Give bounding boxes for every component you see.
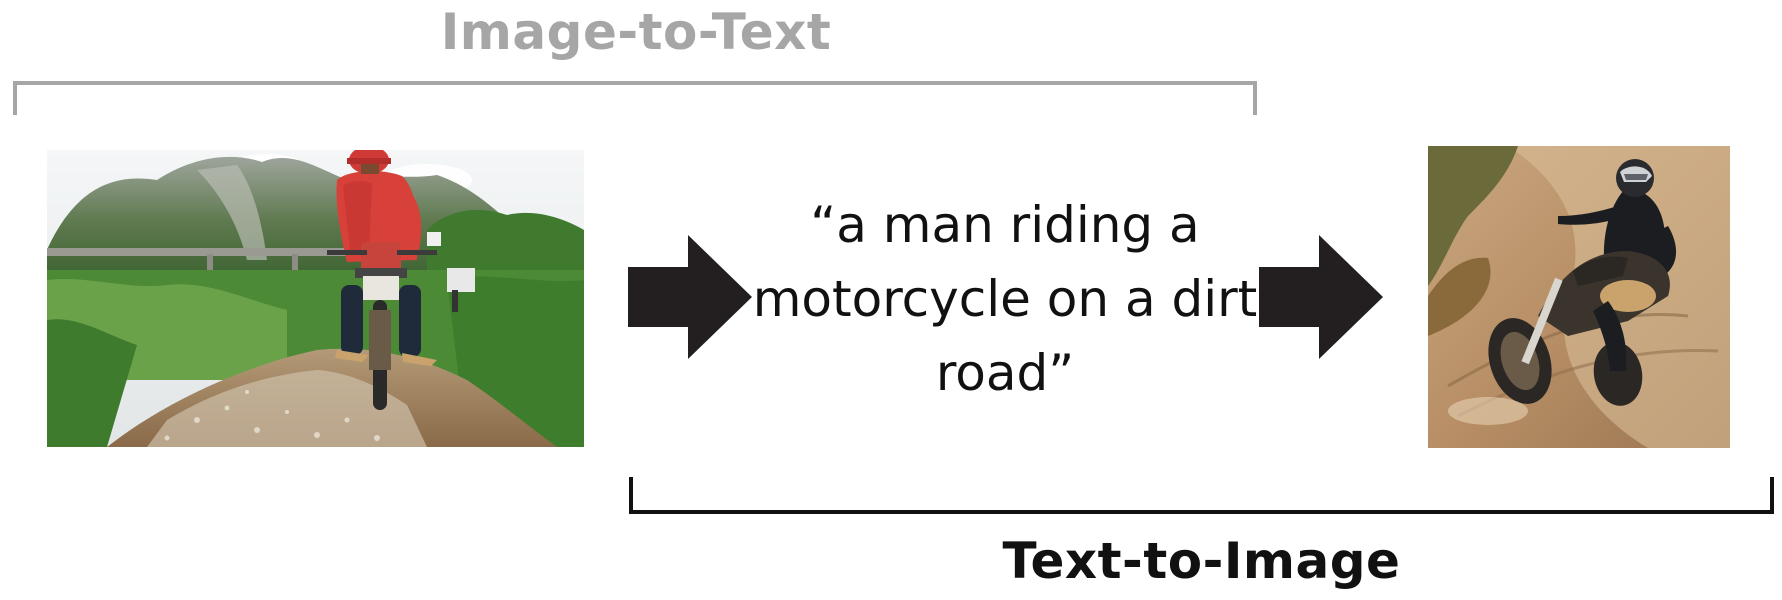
generated-photo-illustration bbox=[1428, 146, 1730, 448]
text-to-image-label: Text-to-Image bbox=[1002, 532, 1401, 590]
generated-photo bbox=[1428, 146, 1730, 448]
image-to-text-label: Image-to-Text bbox=[440, 3, 832, 61]
input-photo bbox=[47, 150, 584, 447]
arrow-right-icon bbox=[628, 235, 752, 359]
image-to-text-bracket bbox=[13, 81, 1257, 115]
caption-text: “a man riding a motorcycle on a dirt roa… bbox=[752, 196, 1258, 402]
arrow-right-icon bbox=[1259, 235, 1383, 359]
text-to-image-bracket bbox=[629, 477, 1774, 514]
input-photo-illustration bbox=[47, 150, 584, 447]
